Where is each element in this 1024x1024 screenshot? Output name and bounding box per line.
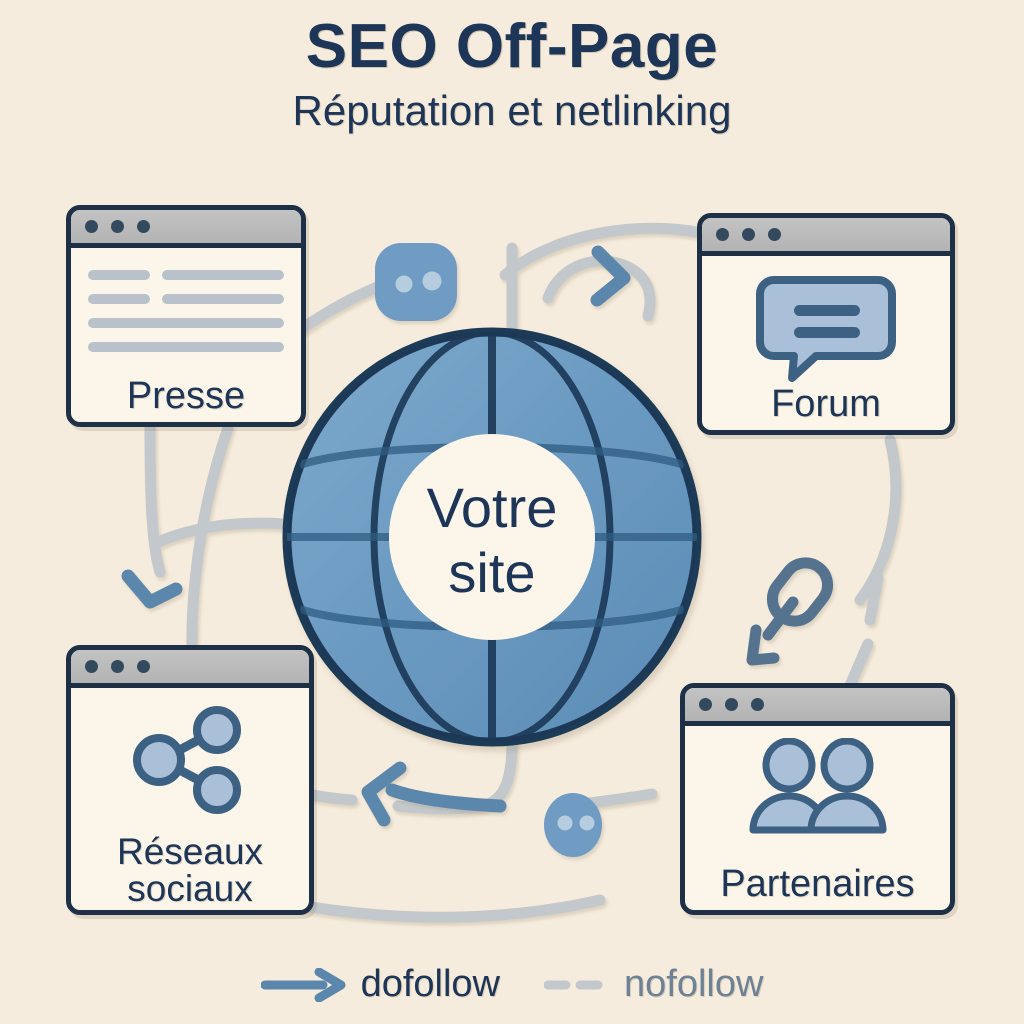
- center-label-line2: site: [448, 541, 535, 604]
- card-social-body: Réseaux sociaux: [71, 688, 309, 910]
- card-partners-titlebar: [685, 688, 950, 726]
- card-presse-label: Presse: [126, 375, 246, 418]
- card-forum-body: Forum: [702, 256, 950, 430]
- legend-label-dofollow: dofollow: [360, 963, 500, 1005]
- card-forum[interactable]: Forum: [697, 213, 955, 435]
- window-dot-icon: [768, 228, 781, 241]
- card-partenaires[interactable]: Partenaires: [680, 683, 955, 915]
- window-dot-icon: [85, 660, 98, 673]
- window-dot-icon: [111, 660, 124, 673]
- center-label-line1: Votre: [427, 476, 558, 539]
- card-forum-titlebar: [702, 218, 950, 256]
- dofollow-arrow-icon: [260, 967, 346, 1002]
- arrow-shaft-bottom: [385, 783, 507, 813]
- card-social-label: Réseaux sociaux: [71, 830, 309, 910]
- nofollow-dashed-icon: [544, 980, 609, 989]
- window-dot-icon: [725, 698, 738, 711]
- window-dot-icon: [751, 698, 764, 711]
- window-dot-icon: [716, 228, 729, 241]
- speech-bubble-icon: [756, 276, 896, 382]
- card-partners-body: Partenaires: [685, 726, 950, 910]
- two-people-icon: [749, 738, 886, 834]
- card-reseaux-sociaux[interactable]: Réseaux sociaux: [66, 645, 314, 915]
- legend-label-nofollow: nofollow: [624, 963, 764, 1005]
- window-dot-icon: [137, 220, 150, 233]
- share-network-icon: [133, 706, 241, 814]
- card-forum-label: Forum: [771, 383, 881, 426]
- card-presse-body: Presse: [71, 248, 301, 422]
- dofollow-connectors: [121, 245, 631, 827]
- window-dot-icon: [137, 660, 150, 673]
- window-dot-icon: [111, 220, 124, 233]
- decoration-blob-top: [375, 243, 457, 321]
- legend-item-nofollow: nofollow: [544, 963, 763, 1006]
- center-disc: [389, 434, 595, 640]
- card-social-titlebar: [71, 650, 309, 688]
- window-dot-icon: [699, 698, 712, 711]
- window-dot-icon: [85, 220, 98, 233]
- card-partners-label: Partenaires: [720, 863, 915, 906]
- arrowhead-bottom-left: [361, 761, 407, 827]
- legend: dofollow nofollow: [0, 963, 1024, 1006]
- card-presse[interactable]: Presse: [66, 205, 306, 427]
- connector-dash-2: [842, 638, 874, 696]
- connector-forum-down: [854, 434, 902, 606]
- legend-item-dofollow: dofollow: [260, 963, 500, 1006]
- card-presse-titlebar: [71, 210, 301, 248]
- window-dot-icon: [742, 228, 755, 241]
- article-lines-icon: [88, 270, 284, 366]
- connector-dash-1: [864, 572, 884, 626]
- card-social-label-line1: Réseaux: [116, 830, 264, 872]
- arrowhead-top-right: [590, 245, 631, 307]
- connector-left-down: [144, 422, 166, 578]
- card-social-label-line2: sociaux: [127, 868, 253, 910]
- decoration-blob-bottom: [544, 793, 602, 857]
- connector-top-hook: [542, 255, 656, 322]
- arrowhead-left-down: [121, 569, 183, 609]
- link-chain-icon: [746, 557, 834, 666]
